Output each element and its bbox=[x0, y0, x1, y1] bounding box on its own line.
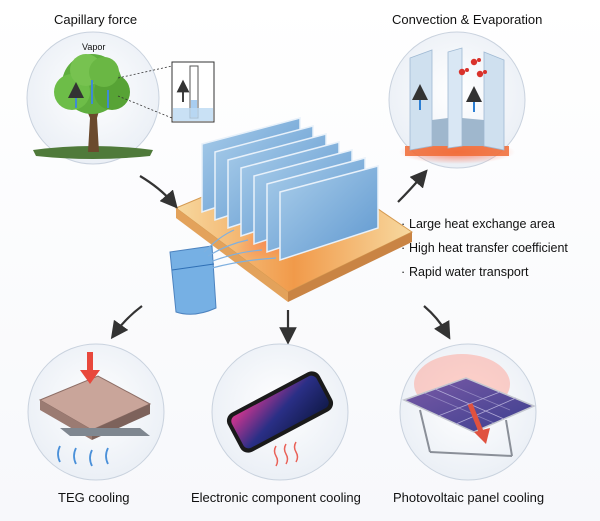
capillary-force-label: Capillary force bbox=[54, 12, 138, 27]
teg-cooling-panel bbox=[27, 343, 165, 481]
water-beaker-icon bbox=[169, 245, 217, 315]
heat-out-arrow-icon bbox=[467, 403, 485, 435]
teg-cooling-label: TEG cooling bbox=[58, 490, 130, 505]
vapor-label: Vapor bbox=[82, 42, 106, 52]
arrow-capillary-to-sink bbox=[139, 175, 178, 209]
feature-text: Large heat exchange area bbox=[409, 217, 555, 231]
vapor-molecule-icons bbox=[458, 58, 487, 78]
convection-evaporation-panel bbox=[388, 31, 526, 169]
capillary-tube-inset bbox=[171, 61, 215, 123]
photovoltaic-cooling-panel bbox=[399, 343, 537, 481]
feature-item: ·Large heat exchange area bbox=[401, 217, 555, 231]
electronic-cooling-panel bbox=[211, 343, 349, 481]
ground bbox=[33, 146, 153, 159]
arrow-sink-to-teg bbox=[110, 305, 143, 340]
panel-grid bbox=[423, 383, 517, 425]
arrow-sink-to-photovoltaic bbox=[423, 305, 451, 340]
water-rise-arrows bbox=[68, 80, 109, 108]
cooling-flow-arrows bbox=[57, 445, 109, 467]
water-transport-lines bbox=[203, 229, 277, 269]
heat-waves bbox=[273, 441, 299, 467]
heat-sink bbox=[169, 117, 413, 315]
capillary-force-panel bbox=[26, 31, 215, 165]
zoom-lines bbox=[117, 65, 173, 119]
feature-text: Rapid water transport bbox=[409, 265, 529, 279]
heat-sink-fins bbox=[201, 117, 379, 262]
smartphone-icon bbox=[226, 371, 334, 453]
feature-list: ·Large heat exchange area ·High heat tra… bbox=[401, 212, 568, 284]
flow-arrows bbox=[110, 169, 451, 345]
electronic-cooling-label: Electronic component cooling bbox=[191, 490, 361, 505]
panel-stand bbox=[419, 409, 513, 457]
convection-evaporation-label: Convection & Evaporation bbox=[392, 12, 543, 27]
feature-item: ·High heat transfer coefficient bbox=[401, 241, 568, 255]
airflow-arrows bbox=[412, 84, 482, 112]
photovoltaic-cooling-label: Photovoltaic panel cooling bbox=[393, 490, 545, 505]
feature-item: ·Rapid water transport bbox=[401, 265, 529, 279]
heated-base bbox=[405, 146, 509, 156]
arrow-sink-to-convection bbox=[397, 169, 428, 203]
feature-text: High heat transfer coefficient bbox=[409, 241, 568, 255]
